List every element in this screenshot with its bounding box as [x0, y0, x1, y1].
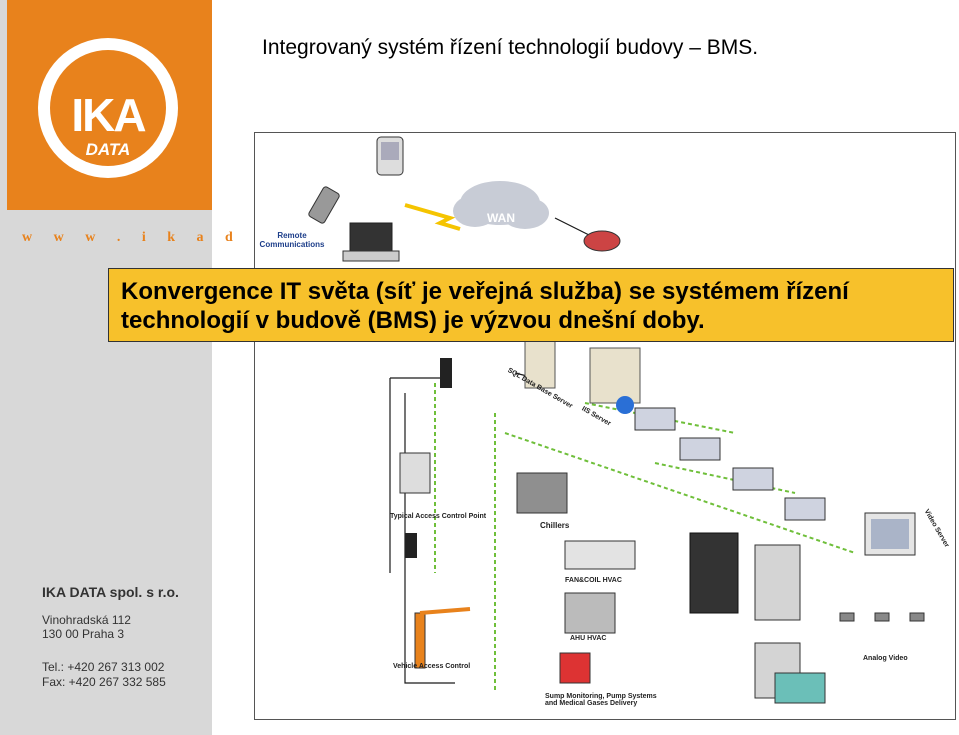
- iis-server-icon: [590, 348, 640, 403]
- chillers-label: Chillers: [540, 521, 569, 530]
- camera-group-icon: [840, 613, 924, 621]
- fancoil-label: FAN&COIL HVAC: [565, 577, 622, 584]
- ahu-label: AHU HVAC: [570, 635, 606, 642]
- generator-icon: [775, 673, 825, 703]
- callout-text: Konvergence IT světa (síť je veřejná slu…: [121, 277, 849, 335]
- chiller-icon: [517, 473, 567, 513]
- globe-icon: [616, 396, 634, 414]
- controller-1: [635, 408, 675, 430]
- callout-line-1: Konvergence IT světa (síť je veřejná slu…: [121, 277, 849, 306]
- controller-2: [680, 438, 720, 460]
- card-reader-icon: [440, 358, 452, 388]
- ahu-icon: [565, 593, 615, 633]
- remote-communications-label: Remote Communications: [257, 231, 327, 249]
- vehicle-access-label: Vehicle Access Control: [393, 663, 470, 670]
- gate-icon: [415, 613, 425, 668]
- controller-4: [785, 498, 825, 520]
- company-name: IKA DATA spol. s r.o.: [42, 584, 179, 600]
- router-icon: [584, 231, 620, 251]
- slide-title: Integrovaný systém řízení technologií bu…: [262, 36, 758, 60]
- bms-diagram: WAN Remote Communications SQL Data Base …: [254, 132, 956, 720]
- wireless-bolt-icon: [405, 205, 460, 229]
- callout-box: Konvergence IT světa (síť je veřejná slu…: [108, 268, 954, 342]
- pump-icon: [560, 653, 590, 683]
- callout-line-2: technologií v budově (BMS) je výzvou dne…: [121, 306, 849, 335]
- laptop-icon: [350, 223, 392, 251]
- address-line-1: Vinohradská 112: [42, 613, 131, 627]
- fire-panel-icon: [690, 533, 738, 613]
- access-control-label: Typical Access Control Point: [390, 513, 486, 520]
- analog-video-label: Analog Video: [863, 655, 908, 662]
- fancoil-icon: [565, 541, 635, 569]
- switchgear-icon: [755, 545, 800, 620]
- address-line-2: 130 00 Praha 3: [42, 627, 124, 641]
- phone: Tel.: +420 267 313 002: [42, 660, 164, 674]
- controller-3: [733, 468, 773, 490]
- logo-subtext: DATA: [38, 140, 178, 160]
- sump-monitoring-label: Sump Monitoring, Pump Systems and Medica…: [545, 693, 665, 707]
- card-reader-2-icon: [405, 533, 417, 558]
- logo-text: IKA: [38, 88, 178, 142]
- fax: Fax: +420 267 332 585: [42, 675, 166, 689]
- door-icon: [400, 453, 430, 493]
- phone-icon: [308, 186, 341, 224]
- wan-label: WAN: [487, 211, 515, 225]
